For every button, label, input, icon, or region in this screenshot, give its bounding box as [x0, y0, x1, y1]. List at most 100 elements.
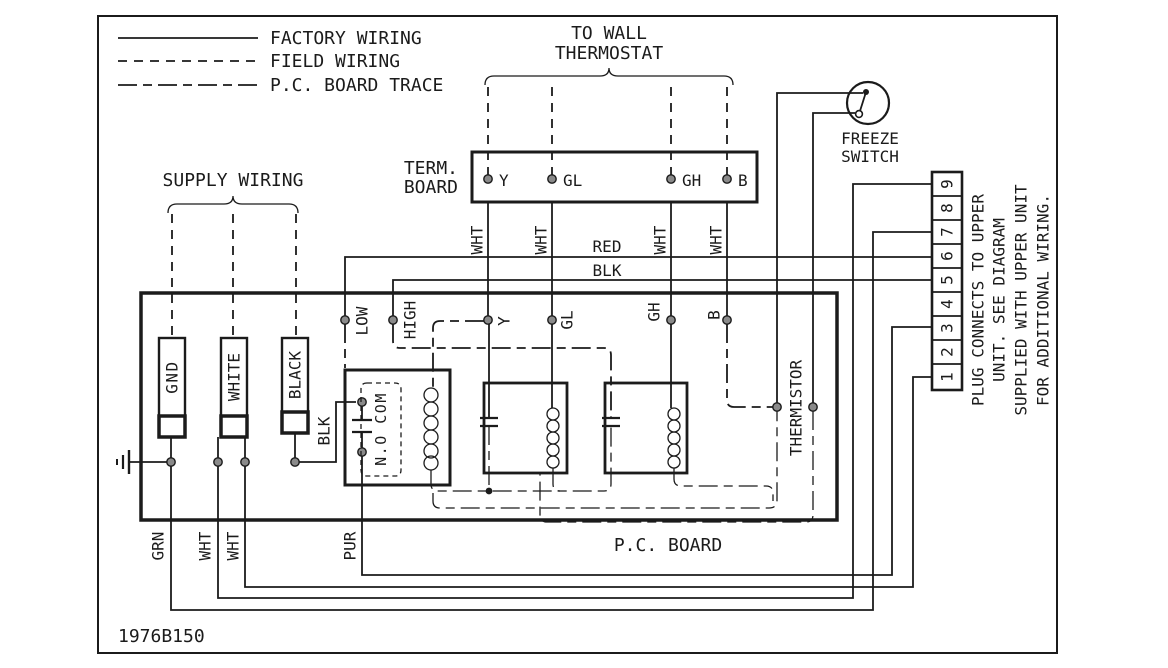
freeze-wire-left — [776, 92, 863, 403]
pur-wire-label: PUR — [341, 531, 360, 560]
pin-7-label: 7 — [938, 227, 957, 237]
red-wire-label: RED — [593, 237, 622, 256]
plug-note-line1: PLUG CONNECTS TO UPPER — [969, 194, 988, 406]
pin-5-label: 5 — [938, 275, 957, 285]
plug-routing-wires — [170, 183, 932, 611]
board-terminal-dot-low — [340, 315, 350, 325]
wire-pur-to-pin3 — [361, 326, 932, 576]
term-label-b: B — [738, 171, 748, 190]
relay2-coil-return — [552, 468, 561, 492]
part-number: 1976B150 — [118, 626, 205, 647]
relay2-box — [482, 381, 569, 475]
thermistor-dot-right — [808, 402, 818, 412]
board-terminal-dot-high — [388, 315, 398, 325]
plug-note-line2: UNIT. SEE DIAGRAM — [990, 218, 1009, 382]
wire-grn-to-pin7 — [170, 231, 932, 611]
black-terminal-block-base — [280, 410, 310, 435]
white-dot-1 — [213, 457, 223, 467]
trace-inner-return — [430, 426, 612, 492]
relay3-coil — [667, 407, 681, 469]
thermostat-title-line1: TO WALL — [571, 23, 647, 44]
freeze-switch-symbol — [845, 80, 891, 126]
thermistor-label: THERMISTOR — [787, 359, 806, 456]
pin-8-label: 8 — [938, 203, 957, 213]
wall-thermostat-callout: TO WALL THERMOSTAT — [484, 23, 734, 176]
term-terminal-dot-b — [722, 174, 732, 184]
blk-jumper-label: BLK — [315, 416, 334, 445]
board-label-y: Y — [495, 316, 514, 326]
pc-board-label: P.C. BOARD — [614, 535, 722, 556]
diagram-border — [97, 15, 1058, 654]
pin-2-label: 2 — [938, 347, 957, 357]
freeze-switch: FREEZE SWITCH — [776, 80, 899, 403]
white-terminal-block-base — [219, 414, 249, 439]
blk-wire — [392, 279, 932, 320]
gnd-dot — [166, 457, 176, 467]
freeze-switch-pivot — [854, 109, 864, 119]
blk-wire-label: BLK — [593, 261, 622, 280]
pin-3-label: 3 — [938, 323, 957, 333]
trace-outer-return — [432, 411, 778, 509]
freeze-switch-label-line2: SWITCH — [841, 147, 899, 166]
thermostat-wires: WHT WHT WHT WHT — [468, 202, 728, 320]
term-terminal-dot-gh — [666, 174, 676, 184]
supply-wiring-label: SUPPLY WIRING — [163, 170, 304, 191]
wht-wire-label-1: WHT — [196, 531, 215, 560]
board-label-low: LOW — [353, 306, 372, 335]
pin-9-label: 9 — [938, 179, 957, 189]
board-terminal-dot-b — [722, 315, 732, 325]
wht-wire-label-2: WHT — [224, 531, 243, 560]
supply-brace — [167, 195, 299, 214]
terminal-board: TERM. BOARD Y GL GH B — [404, 150, 759, 204]
thermistor: THERMISTOR — [772, 359, 818, 456]
black-dot — [290, 457, 300, 467]
wht-label-2: WHT — [532, 225, 551, 254]
relay2-coil — [546, 407, 560, 469]
wht-label-1: WHT — [468, 225, 487, 254]
pc-board: P.C. BOARD — [139, 291, 839, 556]
relay-1: N.O COM — [343, 368, 452, 487]
wire-wht-to-pin1 — [244, 376, 932, 588]
gnd-terminal-block-base — [157, 414, 187, 439]
board-terminal-dot-y — [483, 315, 493, 325]
freeze-switch-lever — [859, 91, 867, 112]
term-board-name-line2: BOARD — [404, 177, 458, 198]
legend-trace-label: P.C. BOARD TRACE — [270, 75, 443, 96]
red-wire — [344, 256, 932, 320]
relay3-box — [603, 381, 689, 475]
plug-connector: 9 8 7 6 5 4 3 2 1 PLUG CONNECTS TO UPPER… — [930, 170, 1053, 416]
trace-y-to-relay1-coil — [432, 320, 484, 388]
pc-board-box — [139, 291, 839, 522]
thermostat-brace — [484, 67, 734, 86]
wht-label-3: WHT — [651, 225, 670, 254]
wire-wht-to-pin9 — [217, 183, 932, 599]
plug-note-line3: SUPPLIED WITH UPPER UNIT — [1012, 184, 1031, 416]
freeze-switch-label-line1: FREEZE — [841, 129, 899, 148]
grn-wire-label: GRN — [149, 532, 168, 561]
relay1-contacts-label: N.O COM — [372, 392, 390, 466]
term-terminal-dot-y — [483, 174, 493, 184]
pin-1-label: 1 — [938, 372, 957, 382]
bottom-wire-labels: GRN WHT WHT PUR — [149, 531, 360, 560]
legend-factory-label: FACTORY WIRING — [270, 28, 422, 49]
wht-label-4: WHT — [707, 225, 726, 254]
red-blk-wires: RED BLK — [344, 237, 932, 320]
legend-field-label: FIELD WIRING — [270, 51, 400, 72]
legend: FACTORY WIRING FIELD WIRING P.C. BOARD T… — [118, 28, 443, 96]
term-terminal-dot-gl — [547, 174, 557, 184]
relay-2 — [480, 324, 569, 492]
trace-high-to-relay3 — [392, 324, 612, 418]
black-block-label: BLACK — [286, 351, 305, 400]
white-dot-2 — [240, 457, 250, 467]
pin-6-label: 6 — [938, 251, 957, 261]
board-label-gh: GH — [645, 302, 664, 321]
trace-junction-dot — [485, 487, 493, 495]
term-label-y: Y — [499, 171, 509, 190]
ground-symbol-icon — [116, 450, 167, 474]
relay1-armature-outline — [360, 382, 402, 477]
relay1-box — [343, 368, 452, 487]
relay1-no-dot — [357, 447, 367, 457]
board-label-b: B — [705, 310, 724, 320]
